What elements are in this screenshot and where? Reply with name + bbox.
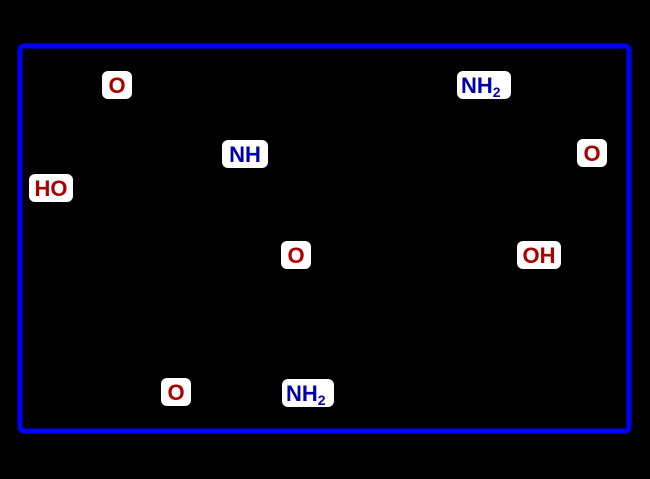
atom-carbonyl-o-top: O [102, 71, 132, 99]
label-background [102, 71, 132, 99]
atom-carbonyl-o-mid: O [281, 241, 311, 269]
atom-label: O [287, 243, 304, 268]
atom-label: NH2 [286, 381, 326, 408]
atom-carbonyl-o-bottom: O [161, 378, 191, 406]
atom-hydroxyl-oh: OH [517, 241, 561, 269]
atom-carbonyl-o-right: O [577, 139, 607, 167]
atom-amine-nh2-top: NH2 [457, 71, 511, 100]
atom-label: HO [35, 176, 68, 201]
label-background [281, 241, 311, 269]
label-background [517, 241, 561, 269]
label-background [577, 139, 607, 167]
label-background [282, 379, 334, 407]
label-background [457, 71, 511, 99]
atom-amine-nh2-bottom: NH2 [282, 379, 334, 408]
label-background [222, 140, 268, 168]
atom-label: O [108, 73, 125, 98]
diagram-frame [17, 43, 632, 434]
atom-label: O [167, 380, 184, 405]
atom-label: NH [229, 142, 261, 167]
atom-label: OH [523, 243, 556, 268]
label-background [161, 378, 191, 406]
label-background [29, 174, 73, 202]
atom-label: O [583, 141, 600, 166]
atom-label: NH2 [461, 73, 501, 100]
atom-amide-nh: NH [222, 140, 268, 168]
atom-hydroxyl-ho: HO [29, 174, 73, 202]
